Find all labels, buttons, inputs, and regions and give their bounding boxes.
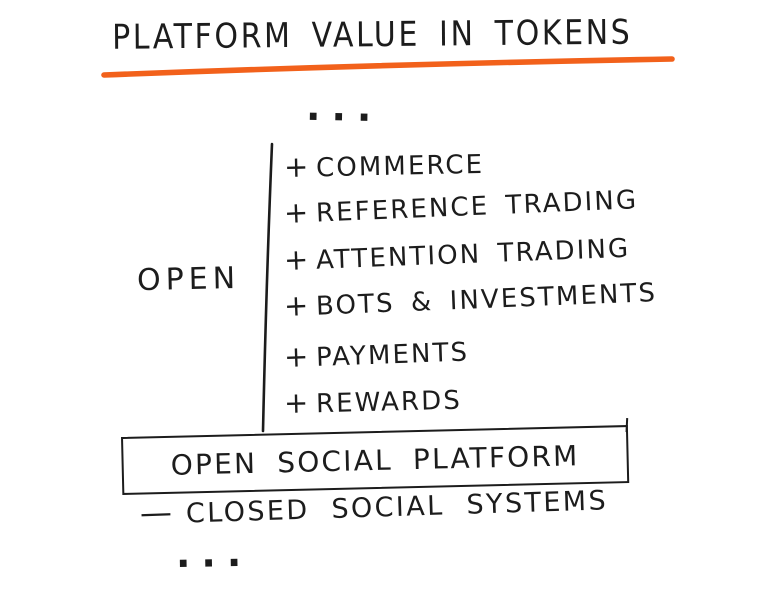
title-underline (101, 56, 675, 78)
plus-icon: + (283, 385, 309, 420)
token-item-label: BOTS & INVESTMENTS (315, 278, 658, 322)
open-bracket-line (261, 142, 274, 433)
open-group-label: OPEN (136, 260, 241, 299)
plus-icon: + (283, 242, 309, 277)
plus-icon: + (283, 288, 309, 323)
minus-icon: — (139, 493, 173, 532)
token-item-label: REFERENCE TRADING (315, 185, 639, 229)
token-item-label: REWARDS (315, 385, 463, 420)
token-list: + COMMERCE + REFERENCE TRADING + ATTENTI… (283, 146, 704, 436)
token-item: + COMMERCE (284, 146, 485, 184)
token-item: + REWARDS (284, 382, 463, 420)
token-item: + ATTENTION TRADING (283, 230, 630, 277)
plus-icon: + (283, 339, 309, 374)
ellipsis-top: ··· (305, 94, 383, 140)
plus-icon: + (283, 194, 310, 230)
plus-icon: + (283, 149, 309, 184)
summary-box: OPEN SOCIAL PLATFORM (121, 425, 630, 495)
token-item: + BOTS & INVESTMENTS (283, 274, 657, 323)
summary-box-label: OPEN SOCIAL PLATFORM (170, 438, 580, 482)
token-item-label: COMMERCE (315, 149, 485, 184)
token-item-label: ATTENTION TRADING (315, 233, 631, 276)
ellipsis-bottom: ··· (175, 540, 253, 586)
token-item: + REFERENCE TRADING (283, 181, 638, 230)
token-item: + PAYMENTS (283, 334, 469, 374)
token-item-label: PAYMENTS (315, 337, 470, 373)
page-title: PLATFORM VALUE IN TOKENS (112, 12, 633, 58)
